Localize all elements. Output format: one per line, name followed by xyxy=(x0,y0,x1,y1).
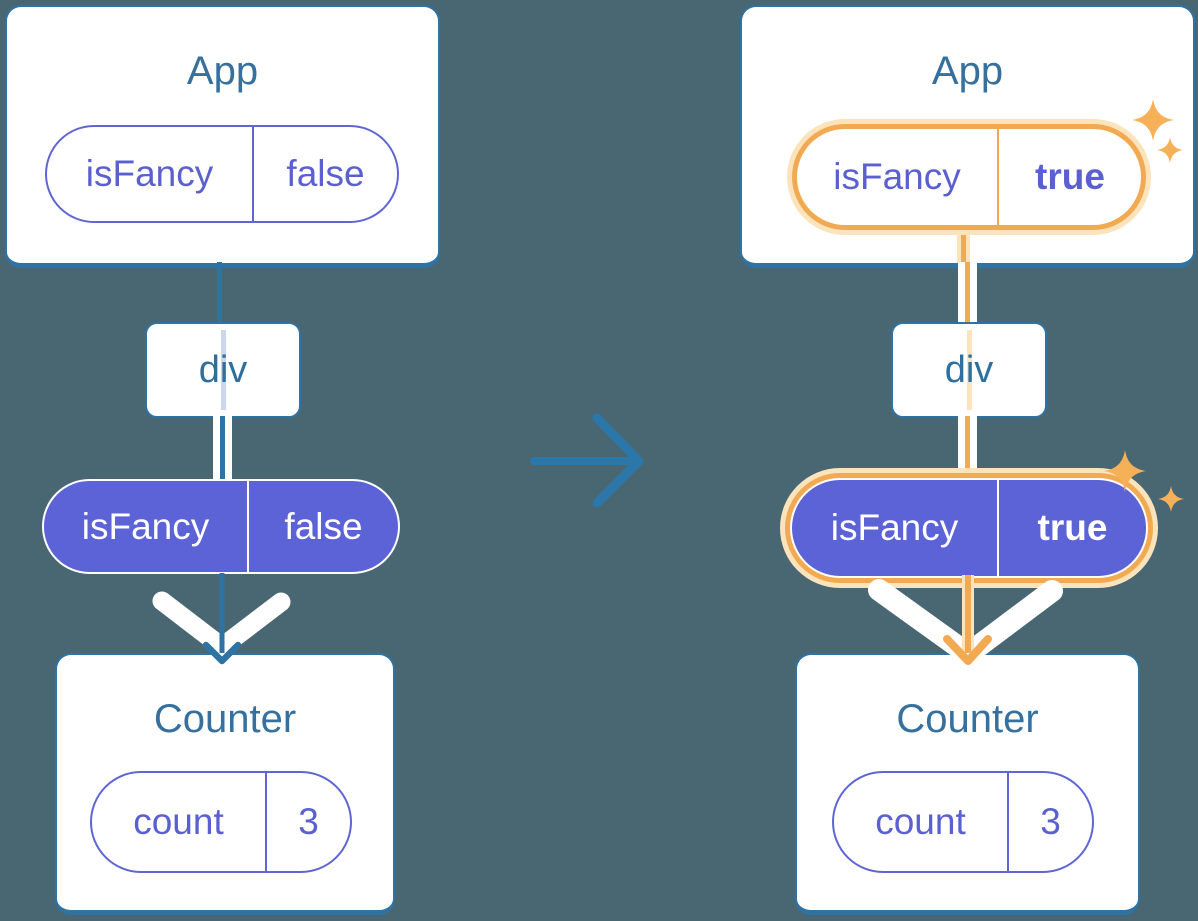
after-app-card: App isFancy true xyxy=(740,5,1195,268)
transition-arrow-icon xyxy=(530,413,644,508)
passed-prop-pill: isFancy false xyxy=(42,479,400,574)
prop-name: isFancy xyxy=(44,481,249,572)
state-name: count xyxy=(92,773,267,871)
arrow-down-icon-highlighted xyxy=(868,575,1063,665)
sparkle-icon xyxy=(1104,450,1146,492)
counter-state-pill: count 3 xyxy=(832,771,1094,873)
prop-flow-line xyxy=(217,262,222,324)
app-title: App xyxy=(931,49,1004,93)
div-label: div xyxy=(944,348,994,391)
passed-prop-pill-highlighted: isFancy true xyxy=(790,478,1148,578)
after-div-box: div xyxy=(891,322,1047,418)
sparkle-icon xyxy=(1132,99,1174,141)
prop-flow-line-highlight xyxy=(957,227,970,263)
prop-flow-line-faint xyxy=(966,330,972,410)
counter-title: Counter xyxy=(896,697,1039,741)
counter-state-pill: count 3 xyxy=(90,771,352,873)
arrow-down-icon xyxy=(152,573,291,665)
prop-value: true xyxy=(1035,156,1105,197)
sparkle-icon xyxy=(1158,486,1184,512)
app-prop-pill-highlighted: isFancy true xyxy=(797,129,1141,225)
before-counter-card: Counter count 3 xyxy=(55,653,395,915)
before-app-card: App isFancy false xyxy=(5,5,440,268)
after-counter-card: Counter count 3 xyxy=(795,653,1140,915)
state-value: 3 xyxy=(298,801,319,842)
state-value: 3 xyxy=(1040,801,1061,842)
counter-title: Counter xyxy=(153,697,297,741)
prop-value: true xyxy=(1037,507,1108,548)
before-div-box: div xyxy=(145,322,301,418)
app-prop-pill: isFancy false xyxy=(45,125,399,223)
prop-value: false xyxy=(286,153,365,194)
prop-flow-line-faint xyxy=(220,330,226,410)
app-title: App xyxy=(186,49,259,93)
prop-name: isFancy xyxy=(47,127,254,221)
prop-name: isFancy xyxy=(797,129,999,225)
div-label: div xyxy=(198,348,248,391)
state-name: count xyxy=(834,773,1009,871)
prop-flow-line-highlight xyxy=(958,416,977,480)
prop-flow-line xyxy=(213,416,232,481)
prop-value: false xyxy=(284,505,363,547)
prop-name: isFancy xyxy=(792,480,999,576)
prop-flow-line-highlight xyxy=(958,262,977,324)
sparkle-icon xyxy=(1157,137,1183,163)
